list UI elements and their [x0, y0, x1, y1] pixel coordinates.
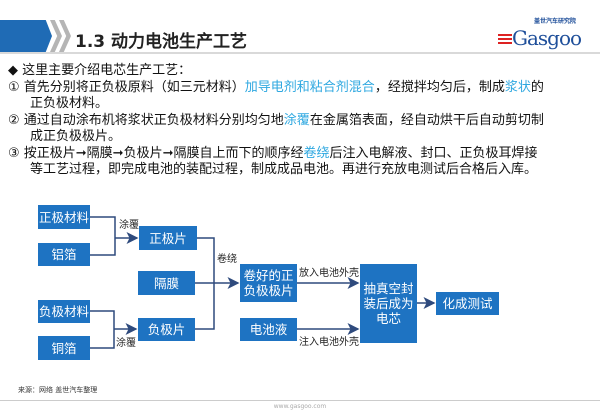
intro-text: ◆ 这里主要介绍电芯生产工艺： ① 首先分别将正负极原料（如三元材料）加导电剂和…	[8, 63, 598, 179]
label-into-case: 放入电池外壳	[299, 268, 359, 279]
header-divider	[0, 52, 600, 54]
header-accent-bar	[0, 20, 52, 52]
step-3: ③ 按正极片➞隔膜➞负极片➞隔膜自上而下的顺序经卷绕后注入电解液、封口、正负极耳…	[8, 145, 538, 161]
box-cell: 抽真空封装后成为电芯	[360, 264, 417, 343]
footer-url: www.gasgoo.com	[273, 403, 327, 410]
label-wind: 卷绕	[217, 254, 237, 265]
label-inject: 注入电池外壳	[299, 337, 359, 348]
box-cu-foil: 铜箔	[38, 336, 90, 360]
step-1-cont: 正负极材料。	[30, 96, 109, 111]
logo-en-text: Gasgoo	[512, 26, 582, 50]
source-note: 来源：网络 盖世汽车整理	[18, 386, 98, 394]
gasgoo-logo: 盖世汽车研究院 Gasgoo	[498, 18, 598, 52]
box-pos-sheet: 正极片	[139, 226, 197, 250]
box-neg-sheet: 负极片	[138, 318, 195, 341]
page-title: 1.3 动力电池生产工艺	[75, 32, 248, 52]
box-formation: 化成测试	[436, 292, 499, 315]
intro-bullet: ◆ 这里主要介绍电芯生产工艺：	[8, 63, 192, 78]
step-1: ① 首先分别将正负极原料（如三元材料）加导电剂和粘合剂混合，经搅拌均匀后，制成浆…	[8, 79, 544, 95]
step-3-cont: 等工艺过程，即完成电池的装配过程，制成成品电池。再进行充放电测试后合格后入库。	[30, 162, 538, 177]
step-2-cont: 成正负极极片。	[30, 129, 122, 144]
box-wound: 卷好的正负极极片	[240, 264, 297, 302]
box-al-foil: 铝箔	[38, 243, 90, 266]
logo-stripes	[498, 34, 512, 36]
label-coat: 涂覆	[119, 220, 139, 231]
label-coat: 涂覆	[116, 338, 136, 349]
logo-cn-text: 盖世汽车研究院	[534, 18, 577, 25]
step-2: ② 通过自动涂布机将浆状正负极材料分别均匀地涂覆在金属箔表面，经自动烘干后自动剪…	[8, 112, 544, 128]
box-separator: 隔膜	[138, 271, 195, 295]
box-neg-material: 负极材料	[38, 300, 90, 323]
box-pos-material: 正极材料	[38, 205, 90, 229]
box-electrolyte: 电池液	[240, 318, 297, 341]
footer-divider	[0, 400, 600, 401]
